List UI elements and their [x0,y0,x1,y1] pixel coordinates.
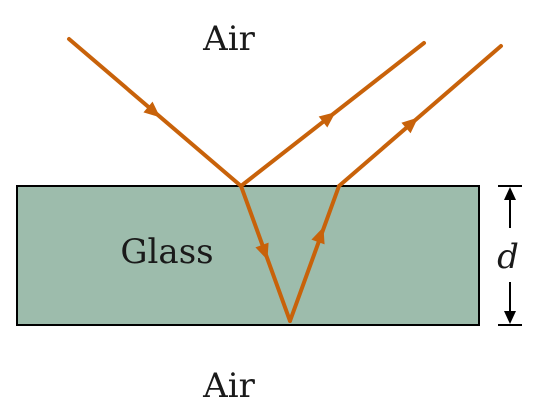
thickness-dimension [498,185,522,326]
dimension-arrowhead-up [504,187,516,200]
air-label-bottom: Air [202,366,255,406]
light-rays [67,37,503,323]
reflected-ray-inside-up [288,184,341,323]
dimension-arrowhead-down [504,311,516,324]
arrowhead-reflected-inside [311,226,325,245]
transmitted-ray-exit [337,44,503,188]
glass-label: Glass [120,232,213,272]
arrowhead-incident [143,101,161,118]
arrowhead-transmitted-exit [401,117,419,134]
thickness-label: d [497,237,519,277]
air-label-top: Air [202,19,255,59]
arrowhead-refracted-down [255,242,269,261]
arrowhead-reflected-top [318,112,336,128]
